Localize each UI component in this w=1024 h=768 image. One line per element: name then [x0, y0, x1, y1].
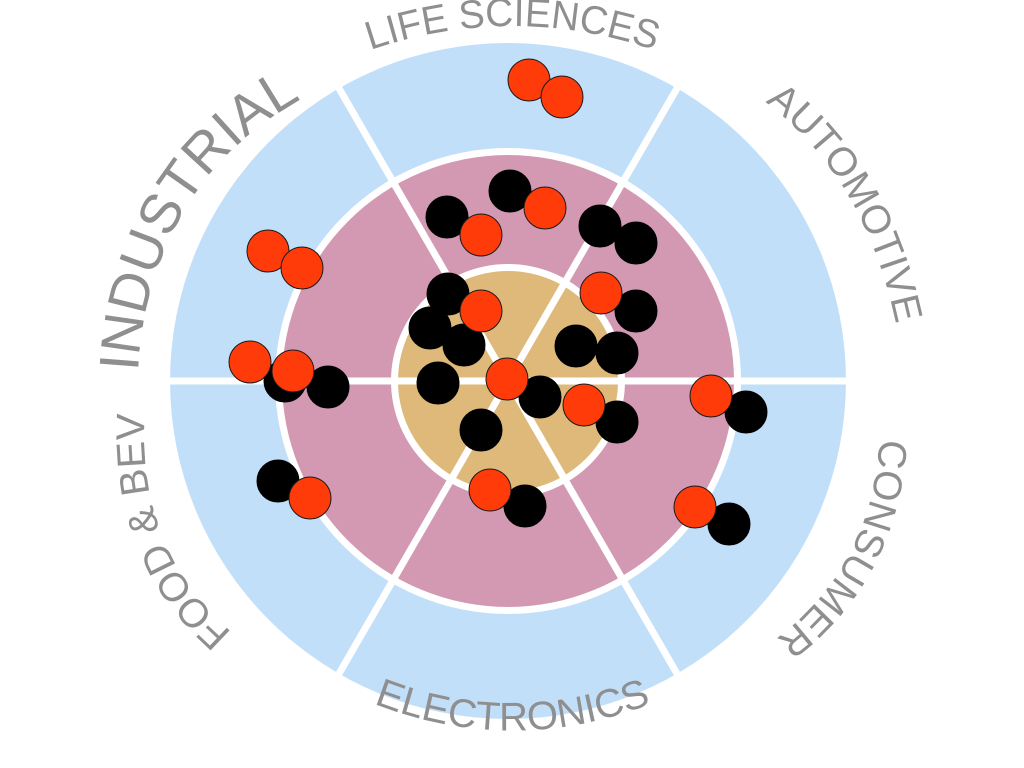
- black-marker: [488, 169, 532, 213]
- black-marker: [425, 195, 469, 239]
- red-marker: [288, 476, 332, 520]
- red-marker: [673, 485, 717, 529]
- black-marker: [416, 361, 460, 405]
- red-marker: [459, 213, 503, 257]
- red-marker: [228, 340, 272, 384]
- black-marker: [459, 408, 503, 452]
- red-marker: [523, 186, 567, 230]
- red-marker: [540, 75, 584, 119]
- black-marker: [518, 375, 562, 419]
- segment-separator: [504, 379, 684, 682]
- red-marker: [485, 357, 529, 401]
- black-marker: [595, 331, 639, 375]
- red-marker: [271, 349, 315, 393]
- red-marker: [468, 468, 512, 512]
- black-marker: [554, 324, 598, 368]
- marker-layer: [228, 58, 768, 546]
- red-marker: [459, 289, 503, 333]
- black-marker: [614, 289, 658, 333]
- black-marker: [614, 221, 658, 265]
- red-marker: [562, 383, 606, 427]
- red-marker: [280, 246, 324, 290]
- red-marker: [579, 271, 623, 315]
- black-marker: [578, 204, 622, 248]
- red-marker: [689, 374, 733, 418]
